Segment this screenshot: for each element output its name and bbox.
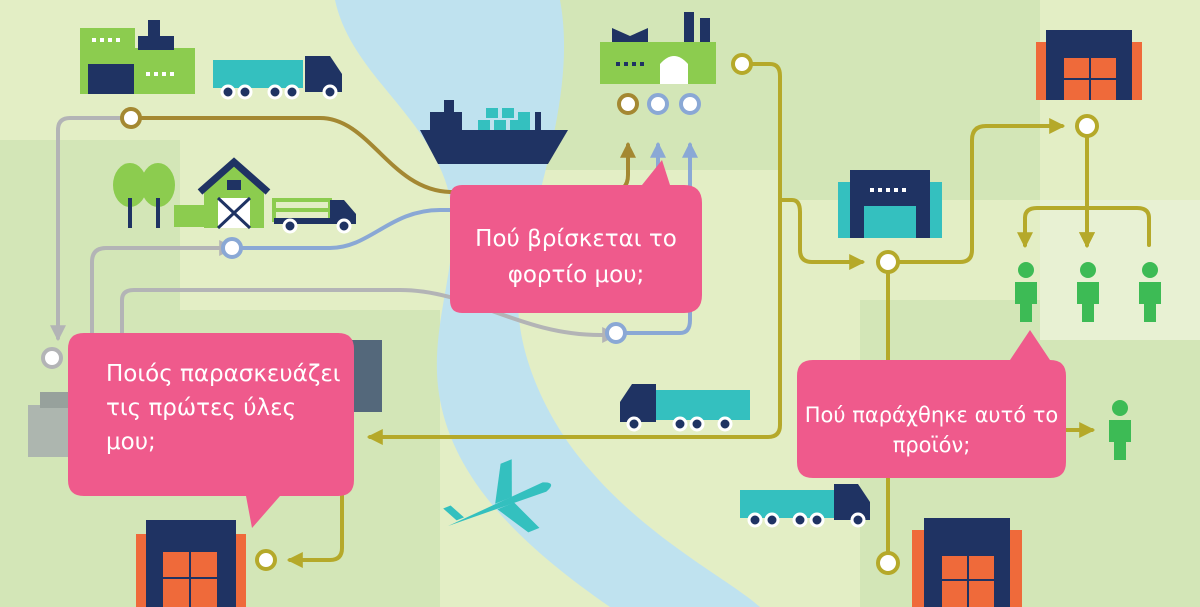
ship-icon	[420, 100, 568, 164]
factory-icon	[600, 12, 716, 84]
person-icon	[1015, 262, 1037, 322]
bubble-shapes	[68, 160, 1066, 528]
olive-route-warehouse	[778, 198, 866, 270]
node-factory-out	[731, 53, 753, 75]
olive-route-bottom	[286, 468, 344, 568]
question-bubble-raw-materials: Ποιός παρασκευάζει τις πρώτες ύλες μου;	[68, 333, 354, 496]
warehouse-icon	[838, 170, 942, 238]
node-hub	[876, 250, 900, 274]
question-text: Πού βρίσκεται το φορτίο μου;	[475, 226, 677, 288]
node-farm-factory	[120, 107, 142, 129]
barn-icon	[174, 157, 271, 230]
factory-icon	[80, 20, 195, 94]
node-factory-3	[679, 93, 701, 115]
node-factory-1	[617, 93, 639, 115]
grey-route-top	[50, 116, 132, 342]
truck-icon	[272, 198, 356, 234]
bubble-shape-materials	[68, 333, 354, 528]
tree-icon	[113, 163, 175, 228]
node-farm	[221, 237, 243, 259]
node-factory-2	[647, 93, 669, 115]
olive-route-factory	[366, 62, 782, 445]
node-river	[605, 322, 627, 344]
olive-route-hub-up	[886, 118, 1066, 264]
truck-icon	[740, 484, 870, 528]
node-distribution	[1075, 114, 1099, 138]
bubble-shape-origin	[797, 330, 1066, 478]
warehouse-icon	[912, 518, 1022, 607]
grey-route-low	[120, 288, 619, 343]
person-icon	[1109, 400, 1131, 460]
person-icon	[1077, 262, 1099, 322]
question-text: Ποιός παρασκευάζει τις πρώτες ύλες μου;	[106, 361, 341, 455]
brown-route	[131, 116, 636, 194]
question-bubble-cargo-location: Πού βρίσκεται το φορτίο μου;	[450, 185, 702, 313]
node-bottom-right	[876, 551, 900, 575]
blue-route-river	[615, 141, 698, 335]
airplane-icon	[443, 459, 552, 533]
person-icon	[1139, 262, 1161, 322]
warehouse-icon	[136, 520, 246, 607]
node-left	[41, 347, 63, 369]
question-bubble-product-origin: Πού παράχθηκε αυτό το προϊόν;	[797, 360, 1066, 478]
truck-icon	[620, 384, 750, 432]
question-text: Πού παράχθηκε αυτό το προϊόν;	[804, 403, 1059, 457]
grey-route-mid	[90, 240, 236, 335]
warehouse-icon	[1036, 30, 1142, 100]
route-nodes	[41, 53, 1099, 575]
truck-icon	[213, 56, 342, 100]
bubble-shape-cargo	[450, 160, 702, 313]
node-bottom-left	[255, 549, 277, 571]
